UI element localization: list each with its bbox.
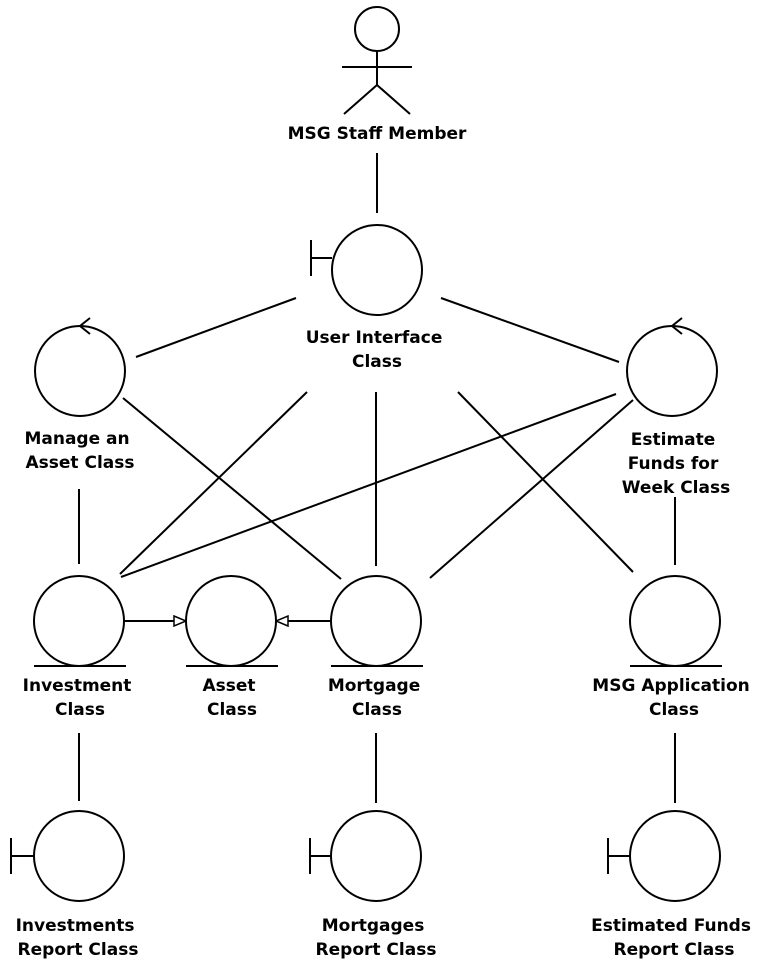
boundary-user-interface-icon[interactable] (310, 224, 423, 316)
control-manage-asset-icon[interactable] (34, 317, 126, 417)
entity-investment-icon[interactable] (33, 575, 126, 667)
boundary-user-interface-label: User Interface Class (306, 328, 449, 372)
control-estimate-funds-label: Estimate Funds for Week Class (622, 430, 730, 498)
boundary-estimated-funds-report-icon[interactable] (607, 810, 721, 902)
association-lines (78, 153, 676, 803)
boundary-investments-report-label: Investments Report Class (16, 916, 141, 960)
entity-investment-label: Investment Class (23, 676, 138, 720)
control-estimate-funds-icon[interactable] (626, 317, 718, 417)
entity-msg-application-icon[interactable] (629, 575, 722, 667)
link-manage-mortgage (122, 397, 342, 580)
actor-label: MSG Staff Member (288, 124, 467, 144)
control-manage-asset-label: Manage an Asset Class (24, 429, 135, 473)
entity-asset-label: Asset Class (203, 676, 262, 720)
link-estimate-investment (120, 393, 617, 578)
boundary-investments-report-icon[interactable] (10, 810, 125, 902)
link-ui-estimate (440, 297, 620, 363)
boundary-estimated-funds-report-label: Estimated Funds Report Class (591, 916, 757, 960)
boundary-mortgages-report-label: Mortgages Report Class (316, 916, 437, 960)
link-ui-investment (119, 391, 308, 575)
entity-mortgage-icon[interactable] (330, 575, 423, 667)
link-ui-manage (135, 297, 297, 358)
boundary-mortgages-report-icon[interactable] (309, 810, 422, 902)
actor-stick-figure-icon[interactable] (342, 6, 412, 115)
link-estimate-mortgage (429, 399, 634, 579)
link-ui-msgapp (457, 391, 634, 573)
entity-msg-application-label: MSG Application Class (592, 676, 755, 720)
entity-mortgage-label: Mortgage Class (328, 676, 426, 720)
entity-asset-icon[interactable] (185, 575, 278, 667)
